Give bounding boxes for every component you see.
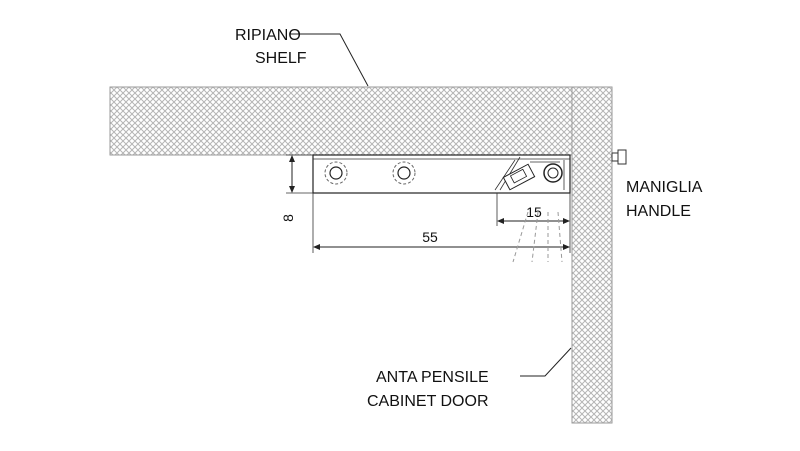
dimension-height-label: 8 [280,214,296,222]
cabinet-door-panel [571,86,613,424]
handle-icon [611,149,627,165]
dimension-offset-label: 15 [526,204,542,220]
dimension-height: 8 [280,154,313,222]
dimension-length-label: 55 [422,229,438,245]
screw-hole-icon [324,161,348,185]
leader-shelf: RIPIANO SHELF [235,27,369,87]
label-handle-it: MANIGLIA [626,179,703,196]
hinge-assembly [312,154,571,194]
hinge-mechanism-icon [494,156,565,191]
dimension-offset: 15 [496,193,570,226]
label-door-it: ANTA PENSILE [376,369,489,386]
label-door-en: CABINET DOOR [367,393,489,410]
leader-cabinet-door: ANTA PENSILE CABINET DOOR [367,347,572,410]
label-handle-en: HANDLE [626,203,691,220]
label-shelf-en: SHELF [255,50,307,67]
dimension-length: 55 [312,193,571,253]
shelf-panel [109,86,613,156]
label-shelf-it: RIPIANO [235,27,301,44]
screw-hole-icon [392,161,416,185]
door-swing-hint [512,211,563,263]
